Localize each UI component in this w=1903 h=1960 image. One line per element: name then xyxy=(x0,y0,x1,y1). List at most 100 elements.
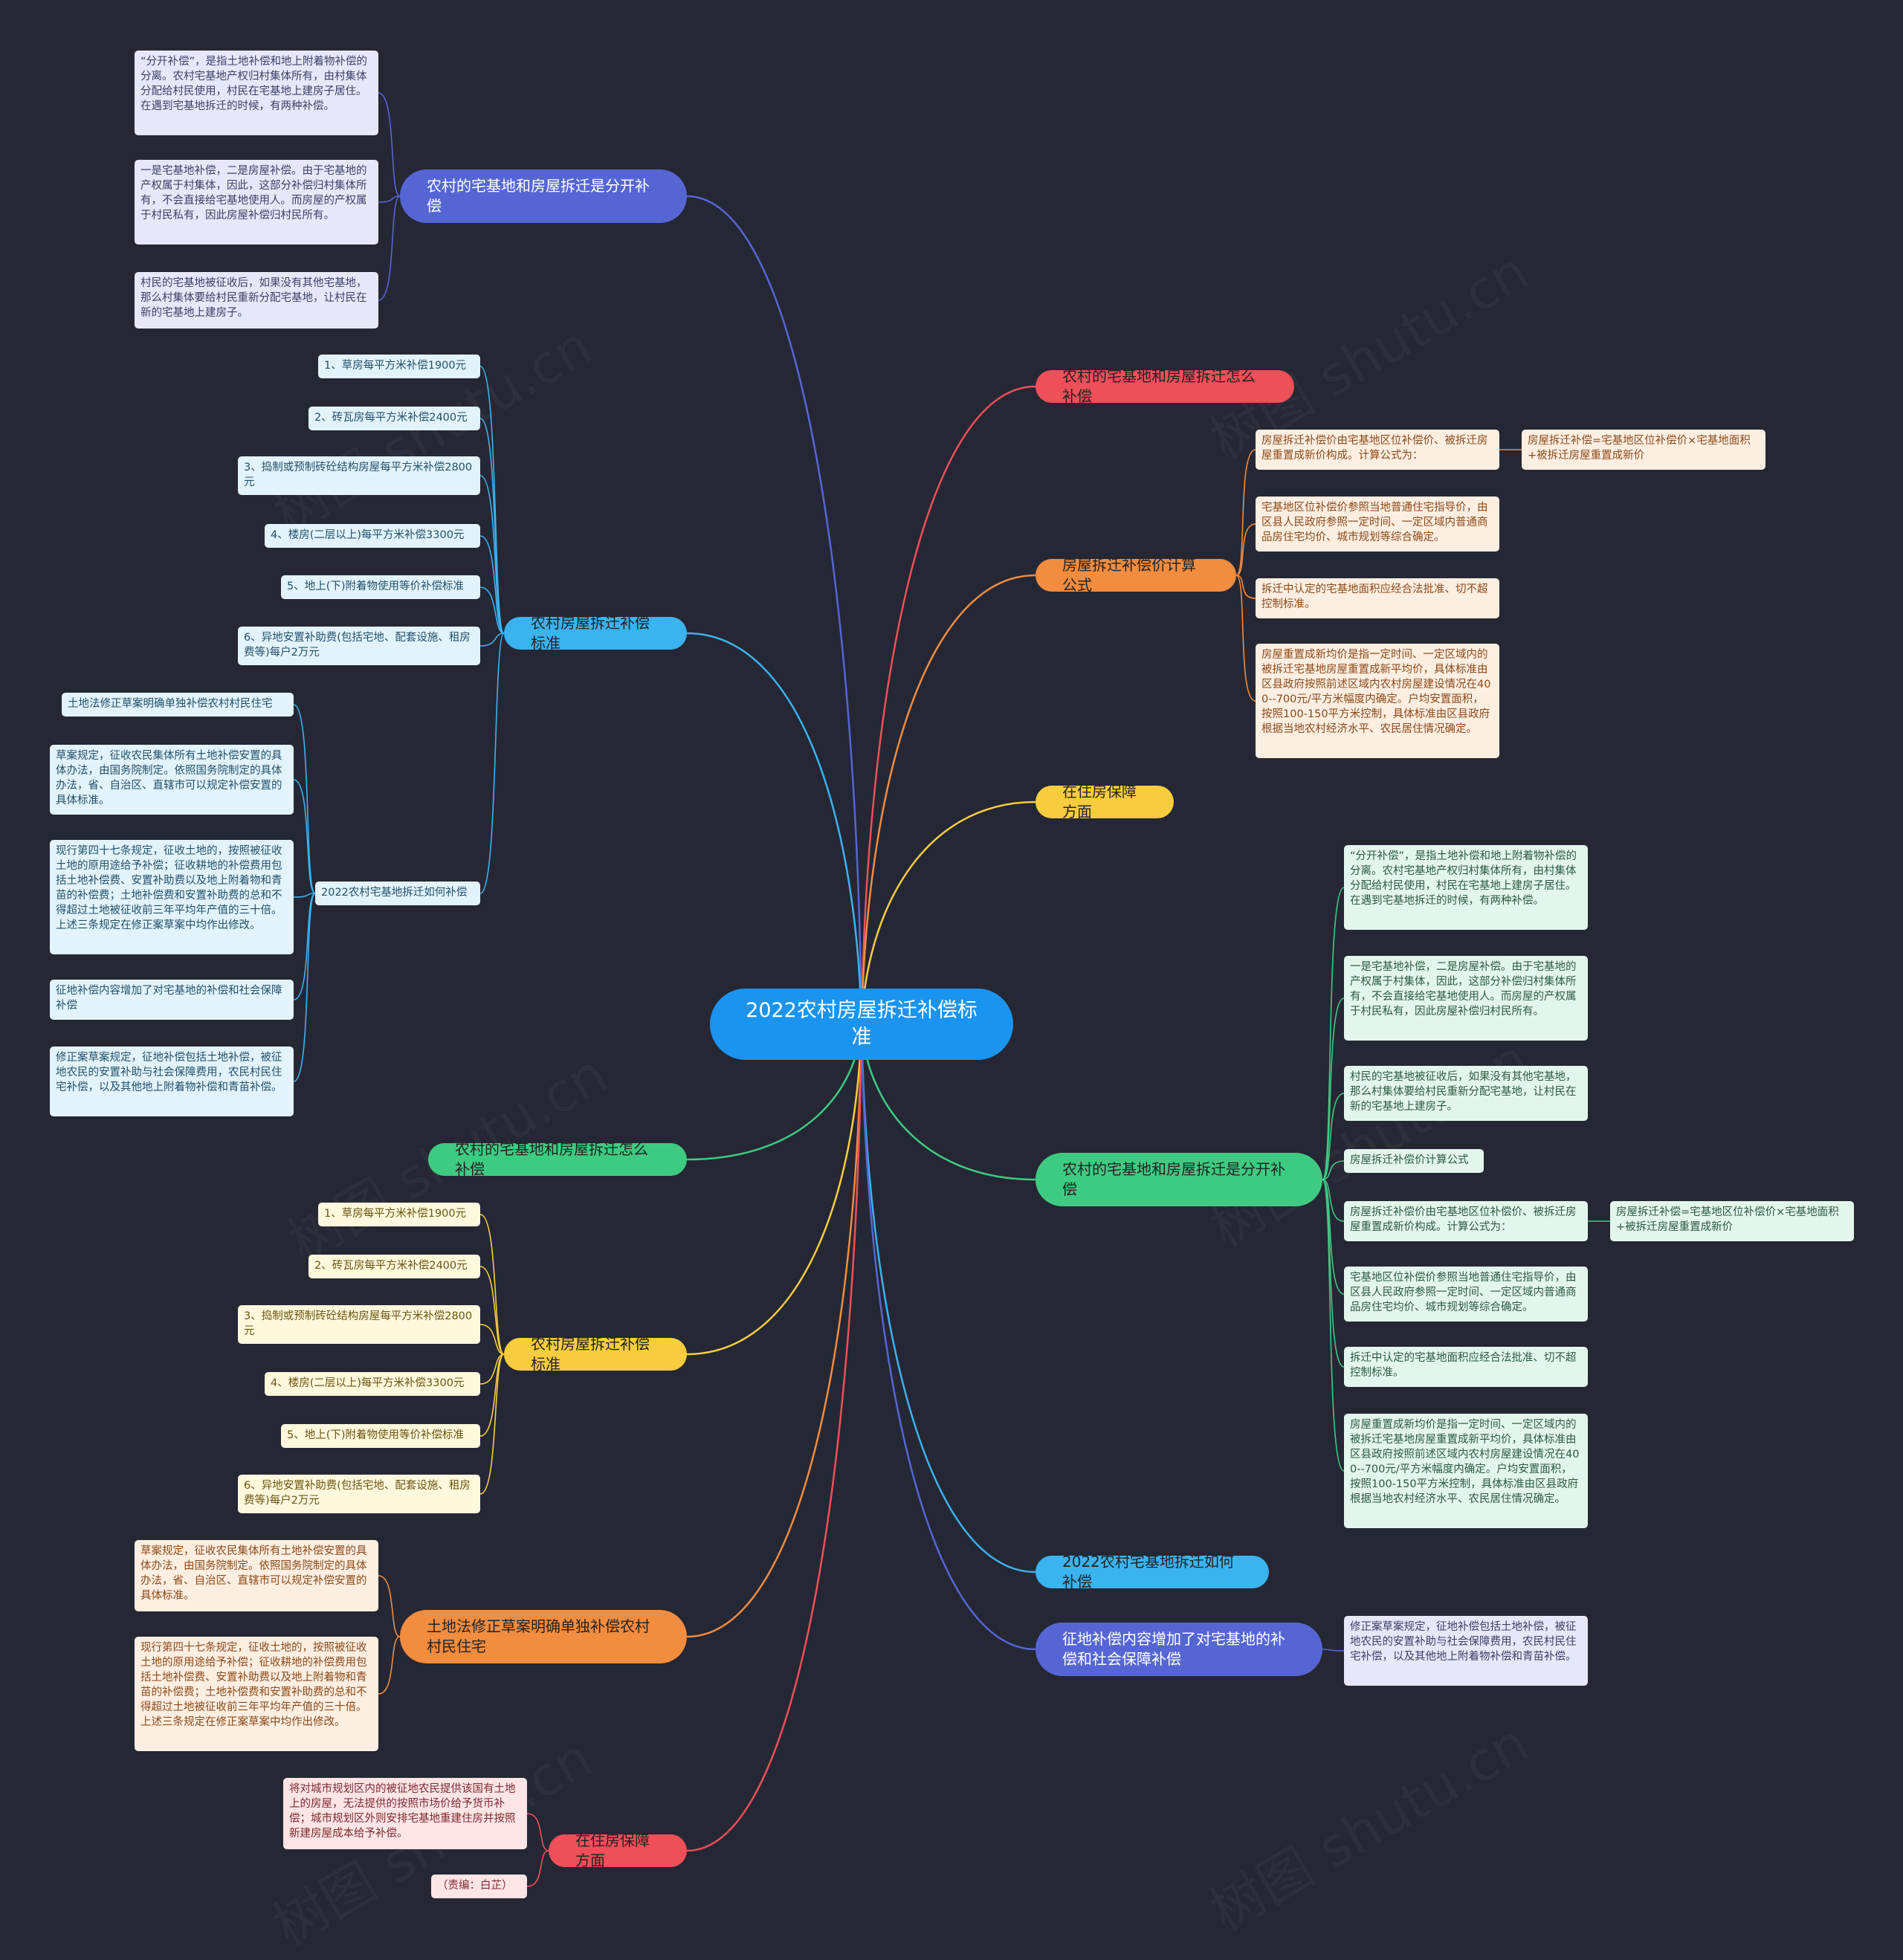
branch-how-compensate-green[interactable]: 农村的宅基地和房屋拆迁怎么补偿 xyxy=(428,1140,687,1178)
leaf-split-definition: “分开补偿”，是指土地补偿和地上附着物补偿的分离。农村宅基地产权归村集体所有，由… xyxy=(1344,845,1588,930)
connector-line xyxy=(686,1023,863,1356)
leaf-formula-intro: 房屋拆迁补偿价由宅基地区位补偿价、被拆迁房屋重置成新价构成。计算公式为： xyxy=(1344,1201,1588,1241)
leaf-location-price: 宅基地区位补偿价参照当地普通住宅指导价，由区县人民政府参照一定时间、一定区域内普… xyxy=(1344,1267,1588,1322)
connector-line xyxy=(293,893,316,1082)
connector-line xyxy=(479,366,505,634)
connector-line xyxy=(1322,1179,1345,1222)
leaf-std-6: 6、异地安置补助费(包括宅地、配套设施、租房费等)每户2万元 xyxy=(238,1475,480,1513)
connector-line xyxy=(1322,1160,1345,1180)
connector-line xyxy=(686,632,863,1025)
connector-line xyxy=(1322,887,1345,1180)
connector-line xyxy=(479,586,505,634)
branch-standards-left[interactable]: 农村房屋拆迁补偿标准 xyxy=(504,614,687,652)
leaf-area-rule: 拆迁中认定的宅基地面积应经合法批准、切不超控制标准。 xyxy=(1344,1347,1588,1387)
connector-line xyxy=(1235,575,1256,599)
leaf-land-law-title: 土地法修正草案明确单独补偿农村村民住宅 xyxy=(62,693,294,717)
connector-line xyxy=(293,779,316,894)
leaf-std-2: 2、砖瓦房每平方米补偿2400元 xyxy=(308,1255,480,1278)
branch-2022-how[interactable]: 2022农村宅基地拆迁如何补偿 xyxy=(1035,1553,1269,1591)
connector-line xyxy=(479,1353,505,1385)
leaf-draft-rule: 草案规定，征收农民集体所有土地补偿安置的具体办法，由国务院制定。依照国务院制定的… xyxy=(135,1540,378,1611)
branch-housing-yellow[interactable]: 在住房保障方面 xyxy=(1035,783,1174,821)
leaf-std-4: 4、楼房(二层以上)每平方米补偿3300元 xyxy=(265,524,480,548)
connector-line xyxy=(860,385,1036,1025)
leaf-reallocate: 村民的宅基地被征收后，如果没有其他宅基地，那么村集体要给村民重新分配宅基地，让村… xyxy=(135,272,378,329)
connector-line xyxy=(1322,997,1345,1180)
leaf-replacement-price: 房屋重置成新均价是指一定时间、一定区域内的被拆迁宅基地房屋重置成新平均价，具体标… xyxy=(1344,1414,1588,1528)
branch-added-content[interactable]: 征地补偿内容增加了对宅基地的补偿和社会保障补偿 xyxy=(1035,1623,1322,1676)
connector-line xyxy=(686,1023,863,1638)
connector-line xyxy=(860,1023,1036,1651)
leaf-editor: （责编：白芷） xyxy=(431,1875,527,1898)
leaf-std-3: 3、捣制或预制砖砼结构房屋每平方米补偿2800元 xyxy=(238,456,480,495)
connector-line xyxy=(860,1023,1036,1574)
connector-line xyxy=(378,195,401,203)
branch-split-compensation-green[interactable]: 农村的宅基地和房屋拆迁是分开补偿 xyxy=(1035,1153,1322,1206)
branch-standards-yellow[interactable]: 农村房屋拆迁补偿标准 xyxy=(504,1335,687,1373)
sub-2022-how: 2022农村宅基地拆迁如何补偿 xyxy=(315,882,480,905)
leaf-formula: 房屋拆迁补偿=宅基地区位补偿价×宅基地面积+被拆迁房屋重置成新价 xyxy=(1522,430,1765,470)
leaf-article-47: 现行第四十七条规定，征收土地的，按照被征收土地的原用途给予补偿；征收耕地的补偿费… xyxy=(135,1637,378,1751)
leaf-std-1: 1、草房每平方米补偿1900元 xyxy=(318,1203,480,1226)
connector-line xyxy=(1322,1649,1345,1652)
connector-line xyxy=(479,475,505,634)
connector-line xyxy=(686,1023,863,1852)
connector-line xyxy=(479,1266,505,1355)
leaf-two-kinds: 一是宅基地补偿，二是房屋补偿。由于宅基地的产权属于村集体，因此，这部分补偿归村集… xyxy=(1344,956,1588,1041)
connector-line xyxy=(479,1353,505,1437)
leaf-std-6: 6、异地安置补助费(包括宅地、配套设施、租房费等)每户2万元 xyxy=(238,627,480,665)
connector-line xyxy=(860,801,1036,1025)
connector-line xyxy=(479,1324,505,1355)
leaf-draft-rule: 草案规定，征收农民集体所有土地补偿安置的具体办法，由国务院制定。依照国务院制定的… xyxy=(50,745,294,815)
branch-housing-red[interactable]: 在住房保障方面 xyxy=(549,1831,687,1869)
connector-line xyxy=(293,704,316,894)
leaf-replacement-price: 房屋重置成新均价是指一定时间、一定区域内的被拆迁宅基地房屋重置成新平均价，具体标… xyxy=(1256,644,1499,758)
leaf-amend-rule: 修正案草案规定，征地补偿包括土地补偿，被征地农民的安置补助与社会保障费用，农民村… xyxy=(1344,1616,1588,1686)
connector-line xyxy=(378,1575,401,1637)
leaf-area-rule: 拆迁中认定的宅基地面积应经合法批准、切不超控制标准。 xyxy=(1256,578,1499,618)
connector-line xyxy=(479,633,505,894)
connector-line xyxy=(1235,449,1256,576)
connector-line xyxy=(526,1813,549,1851)
connector-line xyxy=(479,1353,505,1495)
connector-line xyxy=(479,1214,505,1355)
leaf-std-1: 1、草房每平方米补偿1900元 xyxy=(318,355,480,378)
leaf-location-price: 宅基地区位补偿价参照当地普通住宅指导价，由区县人民政府参照一定时间、一定区域内普… xyxy=(1256,497,1499,552)
connector-line xyxy=(686,195,863,1025)
connector-line xyxy=(479,633,505,647)
leaf-std-5: 5、地上(下)附着物使用等价补偿标准 xyxy=(281,1424,480,1448)
leaf-std-4: 4、楼房(二层以上)每平方米补偿3300元 xyxy=(265,1372,480,1396)
connector-line xyxy=(860,574,1036,1025)
connector-line xyxy=(378,92,401,197)
branch-calc-formula[interactable]: 房屋拆迁补偿价计算公式 xyxy=(1035,556,1236,594)
leaf-formula-intro: 房屋拆迁补偿价由宅基地区位补偿价、被拆迁房屋重置成新价构成。计算公式为： xyxy=(1256,430,1499,470)
branch-how-compensate-red[interactable]: 农村的宅基地和房屋拆迁怎么补偿 xyxy=(1035,367,1294,405)
root-topic[interactable]: 2022农村房屋拆迁补偿标准 xyxy=(710,989,1013,1060)
leaf-std-2: 2、砖瓦房每平方米补偿2400元 xyxy=(308,407,480,430)
leaf-split-definition: “分开补偿”，是指土地补偿和地上附着物补偿的分离。农村宅基地产权归村集体所有，由… xyxy=(135,51,378,135)
connector-line xyxy=(1235,575,1256,702)
connector-line xyxy=(479,535,505,634)
leaf-formula: 房屋拆迁补偿=宅基地区位补偿价×宅基地面积+被拆迁房屋重置成新价 xyxy=(1610,1201,1854,1241)
connector-line xyxy=(1235,523,1256,576)
connector-line xyxy=(293,893,316,1000)
connector-line xyxy=(1322,1179,1345,1472)
leaf-std-3: 3、捣制或预制砖砼结构房屋每平方米补偿2800元 xyxy=(238,1305,480,1344)
leaf-housing-detail: 将对城市规划区内的被征地农民提供该国有土地上的房屋，无法提供的按照市场价给予货币… xyxy=(283,1778,527,1849)
leaf-calc-formula: 房屋拆迁补偿价计算公式 xyxy=(1344,1149,1484,1173)
leaf-added-short: 征地补偿内容增加了对宅基地的补偿和社会保障补偿 xyxy=(50,980,294,1020)
leaf-std-5: 5、地上(下)附着物使用等价补偿标准 xyxy=(281,575,480,599)
branch-split-compensation-left[interactable]: 农村的宅基地和房屋拆迁是分开补偿 xyxy=(400,169,687,223)
connector-line xyxy=(526,1850,549,1887)
leaf-two-kinds: 一是宅基地补偿，二是房屋补偿。由于宅基地的产权属于村集体，因此，这部分补偿归村集… xyxy=(135,160,378,245)
connector-line xyxy=(1322,1179,1345,1368)
leaf-reallocate: 村民的宅基地被征收后，如果没有其他宅基地，那么村集体要给村民重新分配宅基地，让村… xyxy=(1344,1066,1588,1121)
connector-line xyxy=(378,195,401,301)
leaf-amend-rule: 修正案草案规定，征地补偿包括土地补偿，被征地农民的安置补助与社会保障费用，农民村… xyxy=(50,1047,294,1116)
branch-land-law-orange[interactable]: 土地法修正草案明确单独补偿农村村民住宅 xyxy=(400,1610,687,1663)
connector-line xyxy=(378,1636,401,1695)
connector-line xyxy=(293,893,316,898)
connector-line xyxy=(1322,1093,1345,1180)
leaf-article-47: 现行第四十七条规定，征收土地的，按照被征收土地的原用途给予补偿；征收耕地的补偿费… xyxy=(50,840,294,954)
connector-line xyxy=(1322,1179,1345,1295)
